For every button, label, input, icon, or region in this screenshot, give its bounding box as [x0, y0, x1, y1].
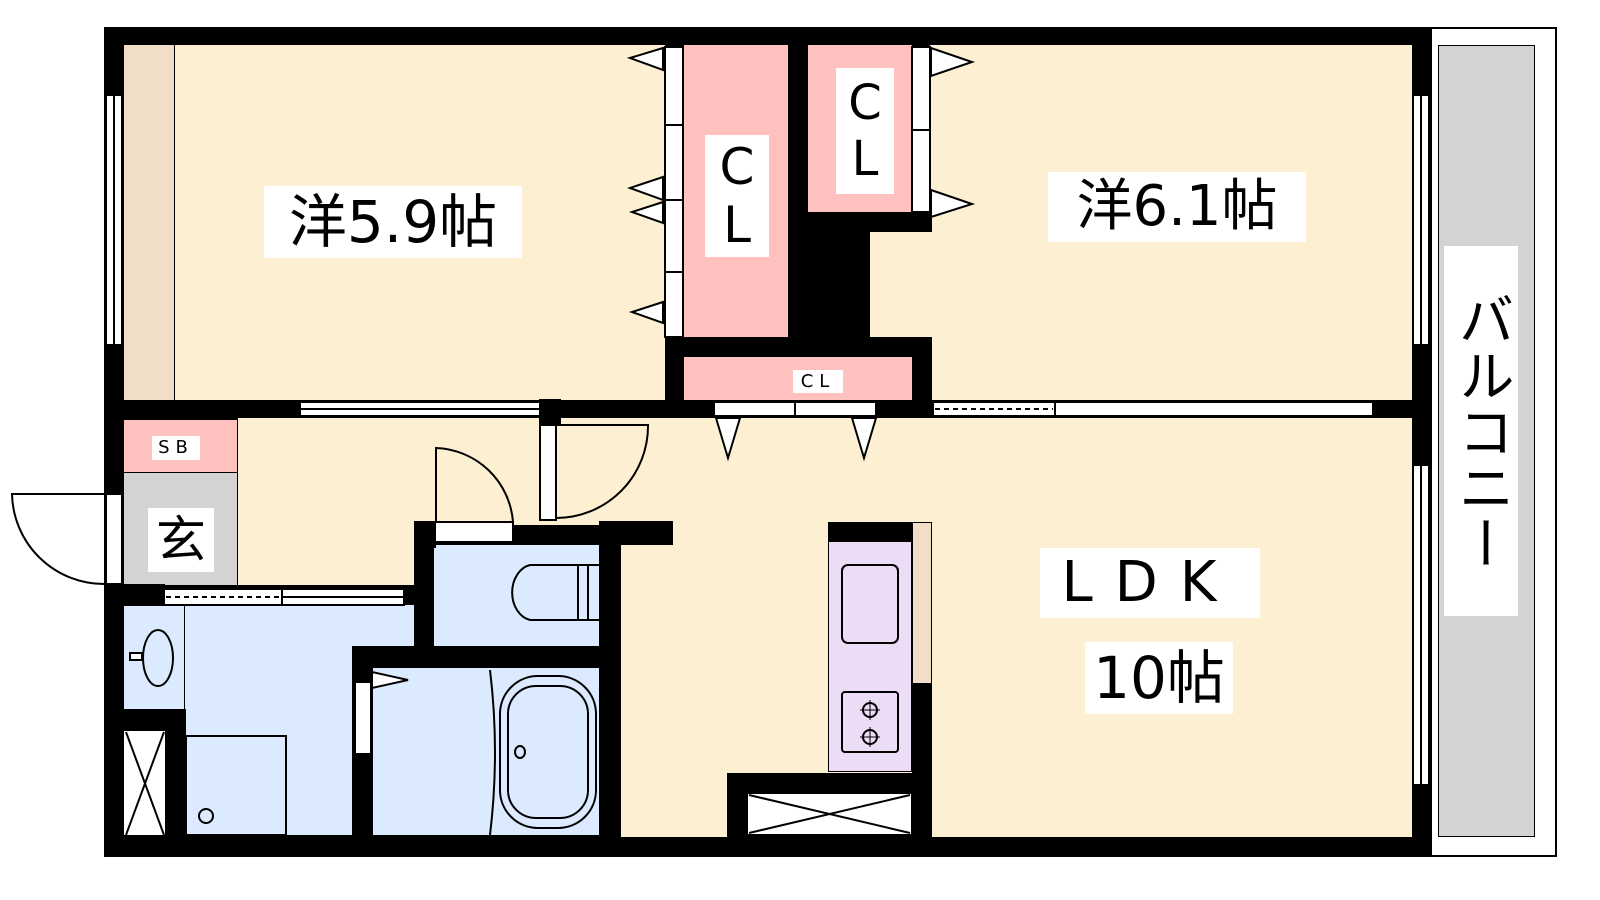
window-sill [124, 45, 175, 400]
shoe-box-label: SB [152, 436, 200, 460]
closet-hall-right [912, 337, 932, 418]
entrance-label: 玄 [148, 508, 214, 572]
western-room-2-nook [870, 232, 932, 337]
closet-small-label: CL [836, 68, 894, 194]
balcony-label: バルコニー [1444, 246, 1518, 616]
kitchen-backsplash [912, 522, 932, 684]
bathroom [372, 667, 600, 835]
western-room-1-label: 洋5.9帖 [264, 186, 522, 258]
closet-partition [788, 45, 808, 337]
ldk-size-label: 10帖 [1085, 642, 1233, 714]
washroom-main [185, 605, 353, 835]
closet-hall-left [665, 337, 684, 418]
closet-block [808, 212, 932, 232]
toilet-room [433, 545, 600, 647]
closet-block-lower [808, 232, 870, 337]
closet-hall-label: CL [793, 370, 843, 393]
closet-large-label: CL [705, 135, 769, 257]
ldk-room [620, 418, 1412, 837]
western-room-2-label: 洋6.1帖 [1048, 172, 1306, 242]
ldk-label: LDK [1040, 548, 1260, 618]
kitchen-wall [828, 522, 912, 542]
closet-hall-wall [665, 337, 932, 357]
hallway-lower [238, 520, 415, 585]
